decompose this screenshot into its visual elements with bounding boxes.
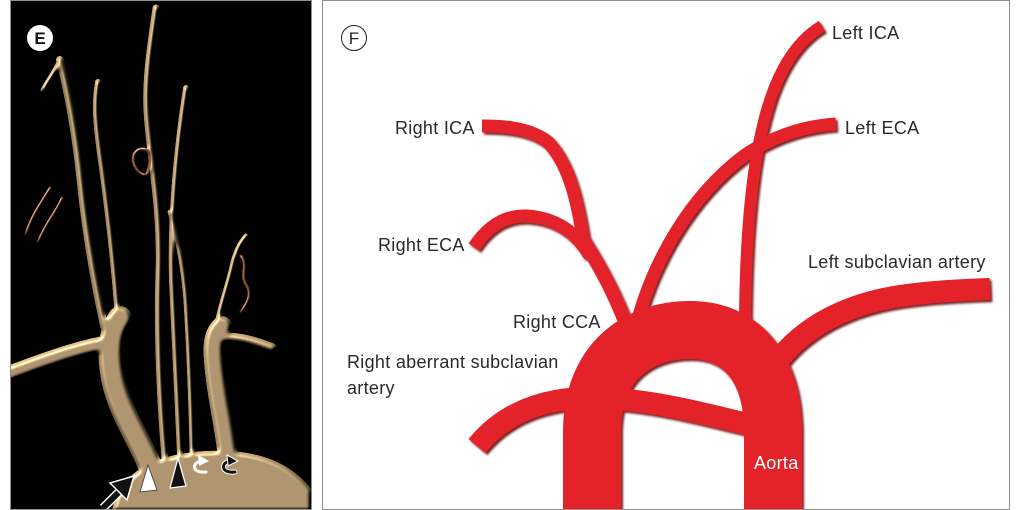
label-right-aberrant-subclavian-line2: artery	[347, 379, 395, 397]
right-branch-render	[220, 338, 272, 348]
small-tortuous-vessels	[26, 149, 249, 312]
panel-label-e-text: E	[34, 30, 45, 47]
panel-f-schematic: F Left ICA Right ICA Left ECA Right ECA …	[322, 0, 1010, 510]
right-ascending-vessel-render	[216, 236, 246, 328]
left-subclavian-artery-vessel	[770, 289, 990, 372]
panel-label-f-text: F	[349, 30, 359, 47]
right-trunk-render	[213, 326, 228, 458]
rendered-vessels	[11, 8, 311, 509]
panel-label-f: F	[341, 25, 367, 51]
render-content	[11, 8, 311, 509]
ct-angiography-render	[11, 1, 311, 509]
left-ica-vessel	[745, 26, 822, 330]
label-left-subclavian-artery: Left subclavian artery	[808, 253, 986, 271]
label-left-eca: Left ECA	[845, 119, 919, 137]
label-left-ica: Left ICA	[832, 24, 899, 42]
small-vessel-right	[241, 256, 249, 312]
label-right-aberrant-subclavian-line1: Right aberrant subclavian	[347, 353, 559, 371]
small-vessel-loop	[133, 149, 150, 176]
small-vessel-left-2	[38, 198, 62, 242]
right-aberrant-subclavian-artery-vessel	[477, 398, 772, 446]
left-tall-vessel-tip-render	[43, 60, 60, 90]
label-right-cca: Right CCA	[513, 313, 601, 331]
middle-vessel-top-render	[147, 8, 165, 458]
right-eca-vessel	[474, 216, 590, 256]
panel-label-e: E	[27, 25, 53, 51]
label-aorta: Aorta	[754, 454, 799, 472]
label-right-ica: Right ICA	[395, 119, 475, 137]
left-eca-vessel	[635, 124, 836, 330]
label-right-eca: Right ECA	[378, 236, 465, 254]
panel-e-ct-render: E	[10, 0, 312, 510]
